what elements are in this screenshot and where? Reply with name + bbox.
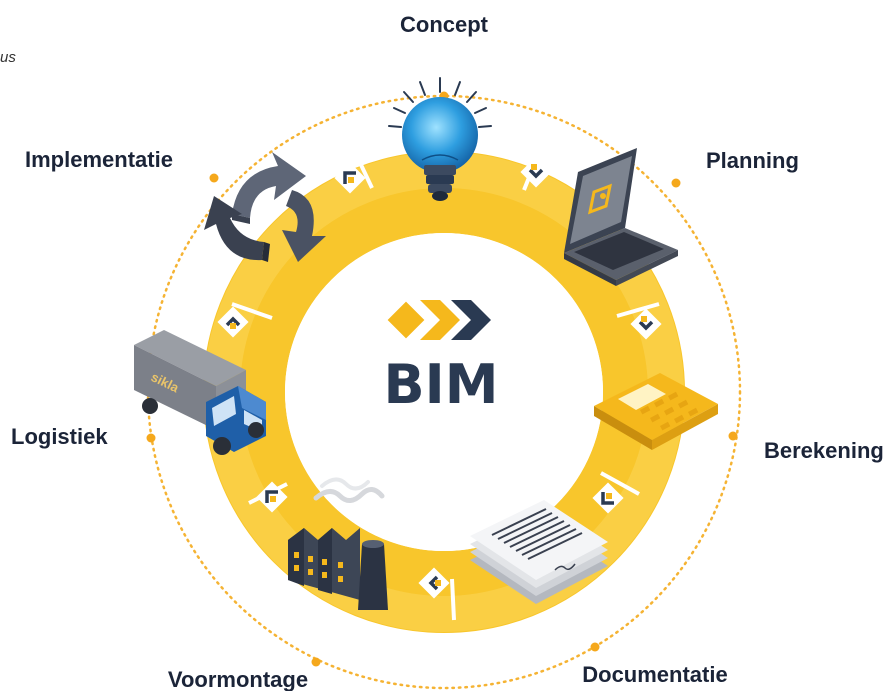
bim-logo-diamond xyxy=(387,301,425,339)
calculator-icon xyxy=(594,373,718,450)
stage-label-logistiek: Logistiek xyxy=(11,424,108,449)
bim-logo-text: BIM xyxy=(384,353,499,416)
stage-label-voormontage: Voormontage xyxy=(168,667,308,691)
stage-label-concept: Concept xyxy=(400,12,489,37)
stage-label-documentatie: Documentatie xyxy=(582,662,727,687)
stage-label-implementatie: Implementatie xyxy=(25,147,173,172)
bim-logo-chevron-yellow xyxy=(420,300,460,340)
bim-logo-chevron-navy xyxy=(451,300,491,340)
stage-label-berekening: Berekening xyxy=(764,438,884,463)
lightbulb-icon xyxy=(388,77,492,201)
documents-icon xyxy=(470,500,608,604)
bim-logo: BIM xyxy=(384,300,499,416)
truck-icon: sikla xyxy=(134,330,266,455)
factory-icon xyxy=(288,477,388,610)
corner-text-fragment: us xyxy=(0,49,16,66)
stage-label-planning: Planning xyxy=(706,148,799,173)
cycle-arrows-icon xyxy=(204,152,326,262)
ring-inner-disc xyxy=(285,233,603,551)
laptop-icon xyxy=(564,148,678,286)
